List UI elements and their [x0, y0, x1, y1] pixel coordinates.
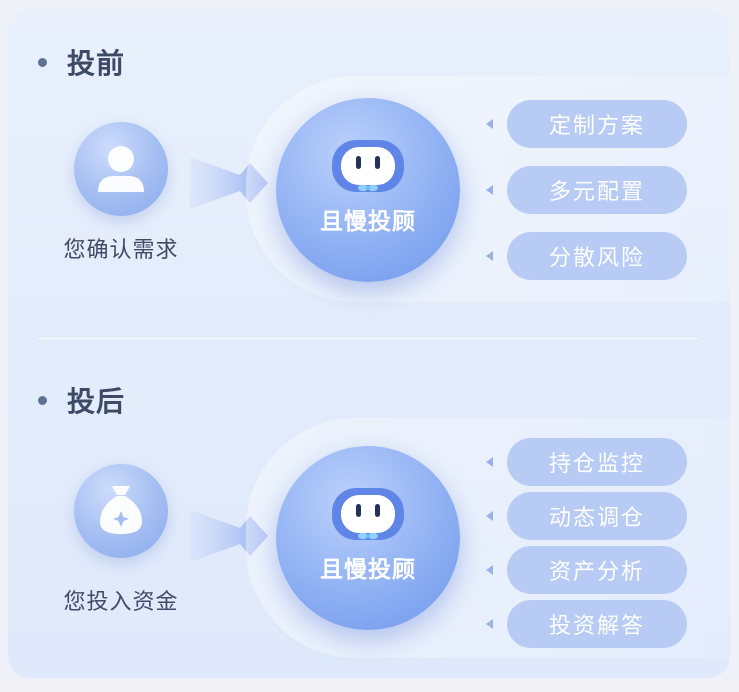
feature-pill: 资产分析 — [507, 546, 687, 594]
triangle-left-icon — [486, 619, 493, 629]
user-step-label: 您确认需求 — [63, 238, 179, 263]
section-post-investment: 投后 您投入资金 — [8, 348, 730, 678]
triangle-left-icon — [486, 251, 493, 261]
bullet-dot — [38, 395, 47, 405]
user-avatar — [74, 464, 168, 558]
feature-item: 定制方案 — [486, 100, 687, 148]
section-divider — [38, 338, 698, 339]
feature-item: 分散风险 — [486, 232, 687, 280]
money-bag-icon — [100, 486, 142, 534]
section-title: 投前 — [67, 47, 126, 80]
triangle-left-icon — [486, 565, 493, 575]
user-step-label: 您投入资金 — [63, 590, 179, 615]
feature-pill: 投资解答 — [507, 600, 687, 648]
feature-item: 多元配置 — [486, 166, 687, 214]
bottom-strip — [0, 680, 739, 692]
assistant-badge: 且慢投顾 — [276, 446, 460, 630]
arrow-right-icon — [190, 157, 268, 209]
robot-icon — [332, 488, 404, 540]
service-card: 投前 您确认需求 — [8, 10, 730, 678]
section-pre-investment: 投前 您确认需求 — [8, 10, 730, 340]
arrow-right-icon — [190, 510, 268, 562]
section-heading: 投后 — [38, 380, 125, 420]
assistant-badge: 且慢投顾 — [276, 98, 460, 282]
person-icon — [98, 146, 144, 192]
feature-pill: 持仓监控 — [507, 438, 687, 486]
feature-pill: 动态调仓 — [507, 492, 687, 540]
feature-item: 持仓监控 — [486, 438, 687, 486]
feature-pill: 多元配置 — [507, 166, 687, 214]
feature-pill: 分散风险 — [507, 232, 687, 280]
triangle-left-icon — [486, 185, 493, 195]
assistant-name: 且慢投顾 — [320, 209, 416, 235]
bullet-dot — [38, 57, 47, 67]
assistant-name: 且慢投顾 — [320, 557, 416, 583]
triangle-left-icon — [486, 511, 493, 521]
triangle-left-icon — [486, 119, 493, 129]
triangle-left-icon — [486, 457, 493, 467]
section-heading: 投前 — [38, 42, 125, 82]
section-title: 投后 — [67, 385, 126, 418]
feature-item: 投资解答 — [486, 600, 687, 648]
feature-item: 动态调仓 — [486, 492, 687, 540]
user-avatar — [74, 122, 168, 216]
feature-item: 资产分析 — [486, 546, 687, 594]
feature-pill: 定制方案 — [507, 100, 687, 148]
robot-icon — [332, 140, 404, 192]
